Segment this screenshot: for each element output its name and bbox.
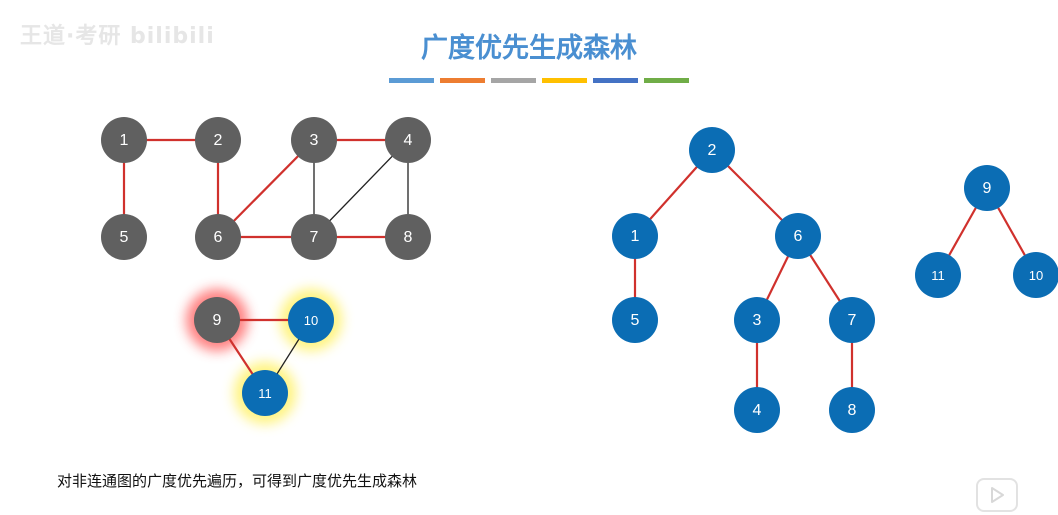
forest-node-5: 5 [612, 297, 658, 343]
graph-node-circle [291, 117, 337, 163]
graph-node-label: 11 [258, 386, 272, 401]
forest-node-7: 7 [829, 297, 875, 343]
forest-node-label: 11 [931, 268, 945, 283]
forest-node-circle [612, 213, 658, 259]
forest-node-circle [829, 297, 875, 343]
graph-node-circle [288, 297, 334, 343]
forest-node-circle [612, 297, 658, 343]
play-button[interactable] [976, 478, 1018, 512]
color-bar [389, 78, 689, 83]
forest-node-label: 9 [983, 180, 992, 197]
graph-node-circle [385, 214, 431, 260]
graph-node-8: 8 [385, 214, 431, 260]
forest-node-8: 8 [829, 387, 875, 433]
color-bar-segment [440, 78, 485, 83]
color-bar-segment [644, 78, 689, 83]
graph-node-label: 10 [304, 313, 318, 328]
graph-node-label: 6 [214, 229, 223, 246]
forest-node-circle [1013, 252, 1058, 298]
forest-node-4: 4 [734, 387, 780, 433]
forest-node-circle [829, 387, 875, 433]
graph-node-9: 9 [194, 297, 240, 343]
graph-node-circle [195, 117, 241, 163]
graph-node-label: 7 [310, 229, 319, 246]
graph-node-11: 11 [242, 370, 288, 416]
graph-node-label: 9 [213, 312, 222, 329]
color-bar-segment [593, 78, 638, 83]
color-bar-segment [389, 78, 434, 83]
forest-node-11: 11 [915, 252, 961, 298]
graph-node-6: 6 [195, 214, 241, 260]
forest-node-label: 6 [794, 228, 803, 245]
caption: 对非连通图的广度优先遍历，可得到广度优先生成森林 [57, 472, 418, 490]
forest-node-2: 2 [689, 127, 735, 173]
graph-node-label: 5 [120, 229, 129, 246]
graph-node-circle [101, 117, 147, 163]
forest-node-label: 1 [631, 228, 640, 245]
graph-node-circle [385, 117, 431, 163]
forest-node-circle [775, 213, 821, 259]
forest-node-label: 2 [708, 142, 717, 159]
graph-node-label: 1 [120, 132, 129, 149]
graph-node-2: 2 [195, 117, 241, 163]
forest-node-label: 10 [1029, 268, 1043, 283]
forest-node-label: 7 [848, 312, 857, 329]
forest-node-circle [734, 387, 780, 433]
forest-node-circle [915, 252, 961, 298]
forest-node-6: 6 [775, 213, 821, 259]
graph-node-circle [194, 297, 240, 343]
forest-node-9: 9 [964, 165, 1010, 211]
graph-node-circle [195, 214, 241, 260]
forest-node-label: 8 [848, 402, 857, 419]
forest-node-circle [964, 165, 1010, 211]
forest-node-3: 3 [734, 297, 780, 343]
forest-node-label: 4 [753, 402, 762, 419]
forest-node-label: 3 [753, 312, 762, 329]
graph-node-label: 4 [404, 132, 413, 149]
graph-node-circle [242, 370, 288, 416]
page-title: 广度优先生成森林 [421, 33, 637, 64]
color-bar-segment [491, 78, 536, 83]
forest-node-label: 5 [631, 312, 640, 329]
forest-node-10: 10 [1013, 252, 1058, 298]
graph-node-3: 3 [291, 117, 337, 163]
graph-node-7: 7 [291, 214, 337, 260]
graph-node-label: 2 [214, 132, 223, 149]
graph-node-circle [291, 214, 337, 260]
graph-node-label: 8 [404, 229, 413, 246]
forest-node-circle [689, 127, 735, 173]
color-bar-segment [542, 78, 587, 83]
graph-node-label: 3 [310, 132, 319, 149]
graph-node-10: 10 [288, 297, 334, 343]
graph-node-1: 1 [101, 117, 147, 163]
play-icon [991, 487, 1004, 503]
forest-node-circle [734, 297, 780, 343]
forest-node-1: 1 [612, 213, 658, 259]
graph-node-5: 5 [101, 214, 147, 260]
graph-node-4: 4 [385, 117, 431, 163]
watermark: 王道·考研 bilibili [20, 24, 215, 49]
graph-node-circle [101, 214, 147, 260]
